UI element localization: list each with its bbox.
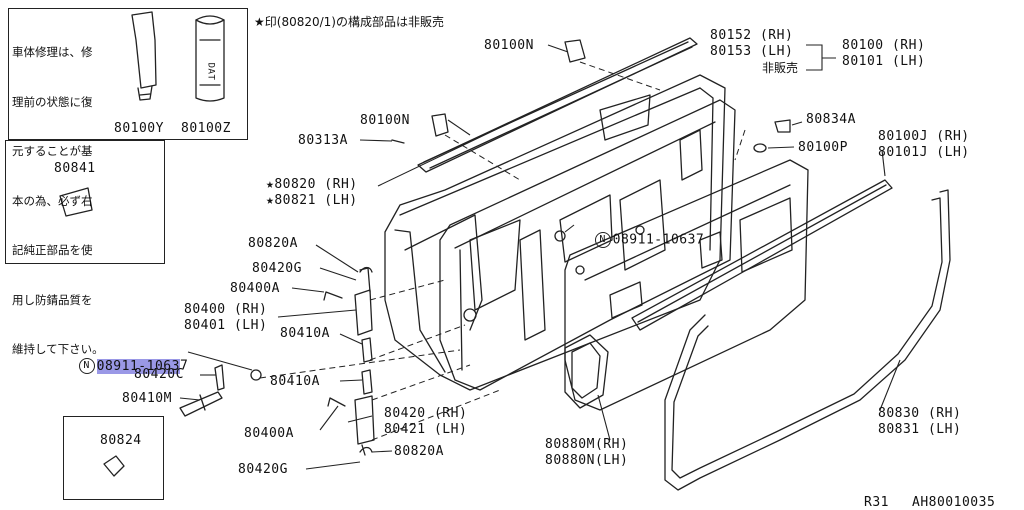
label-80313A: 80313A (298, 133, 348, 148)
label-80821: ★80821 (LH) (266, 193, 358, 208)
bolt-80313A (391, 139, 405, 144)
spring-80820A-low (359, 446, 373, 453)
label-80100J: 80100J (RH) (878, 129, 970, 144)
label-80400A-top: 80400A (230, 281, 280, 296)
part-80824: 80824 (100, 433, 142, 448)
n-circle-icon: N (594, 232, 611, 248)
bracket-80100N-top (564, 39, 586, 63)
footer-code: AH80010035 (912, 495, 996, 510)
repair-note-text: 車体修理は、修 理前の状態に復 元することが基 本の為、必ず右 記純正部品を使 … (12, 45, 104, 356)
seal-80841-icon (59, 187, 93, 217)
upper-hinge (354, 267, 373, 336)
label-80420G-top: 80420G (252, 261, 302, 276)
lower-hinge (354, 395, 375, 456)
outer-door-shell (384, 74, 726, 391)
label-80100N-mid: 80100N (360, 113, 410, 128)
label-80100N-top: 80100N (484, 38, 534, 53)
label-80421: 80421 (LH) (384, 422, 468, 437)
label-80820A-top: 80820A (248, 236, 298, 251)
label-hanbai: 非販売 (762, 61, 799, 75)
label-80410A-top: 80410A (280, 326, 330, 341)
bracket-80100N-mid (431, 113, 449, 137)
label-80101: 80101 (LH) (842, 54, 926, 69)
label-80820A-low: 80820A (394, 444, 444, 459)
hinge-pin-lower (361, 369, 373, 395)
inset-80841-box: 80841 (5, 140, 165, 264)
inner-door-panel (439, 99, 736, 391)
label-80834A: 80834A (806, 112, 856, 127)
check-link (179, 391, 223, 417)
armrest-pocket (564, 334, 609, 409)
bolt-08911-mid (554, 230, 566, 242)
label-80410M: 80410M (122, 391, 172, 406)
bolt-80400A-low (327, 397, 346, 407)
door-weatherstrip-loop (664, 189, 951, 491)
clip-80420C (214, 364, 225, 391)
door-trim-panel (564, 159, 809, 411)
spring-80820A-top (359, 266, 373, 273)
label-80420C: 80420C (134, 367, 184, 382)
bolt-80400A-top (323, 291, 343, 301)
label-80420: 80420 (RH) (384, 406, 468, 421)
label-80100P: 80100P (798, 140, 848, 155)
label-80101J: 80101J (LH) (878, 145, 970, 160)
bolt-08911-left (250, 369, 262, 381)
part-80841: 80841 (54, 161, 96, 176)
plug-80100P (753, 143, 767, 153)
highlighted-part-number[interactable]: 08911-1063 (96, 358, 180, 374)
grommet-80824-icon (103, 455, 125, 477)
footer-model: R31 (864, 495, 889, 510)
tube-icon (131, 11, 157, 101)
n-circle-icon: N (78, 358, 95, 374)
part-80100Z: 80100Z (181, 121, 231, 136)
label-80400: 80400 (RH) (184, 302, 268, 317)
clip-80834A (774, 119, 791, 133)
label-80880N: 80880N(LH) (545, 453, 629, 468)
inset-80824-box: 80824 (63, 416, 164, 500)
hinge-pin-upper (361, 337, 373, 363)
label-80880M: 80880M(RH) (545, 437, 629, 452)
label-80820: ★80820 (RH) (266, 177, 358, 192)
label-80420G-low: 80420G (238, 462, 288, 477)
can-label: DAT (205, 62, 216, 81)
spray-can-icon (195, 15, 225, 102)
label-80400A-low: 80400A (244, 426, 294, 441)
label-80153: 80153 (LH) (710, 44, 794, 59)
repair-note-box: 車体修理は、修 理前の状態に復 元することが基 本の為、必ず右 記純正部品を使 … (8, 8, 248, 356)
part-80100Y: 80100Y (114, 121, 164, 136)
label-80831: 80831 (LH) (878, 422, 962, 437)
label-80410A-low: 80410A (270, 374, 320, 389)
label-80401: 80401 (LH) (184, 318, 268, 333)
label-80152: 80152 (RH) (710, 28, 794, 43)
inner-belt-moulding (631, 179, 893, 331)
label-80830: 80830 (RH) (878, 406, 962, 421)
label-80100: 80100 (RH) (842, 38, 926, 53)
star-note: ★印(80820/1)の構成部品は非販売 (254, 15, 444, 29)
upper-weatherstrip (417, 37, 698, 173)
